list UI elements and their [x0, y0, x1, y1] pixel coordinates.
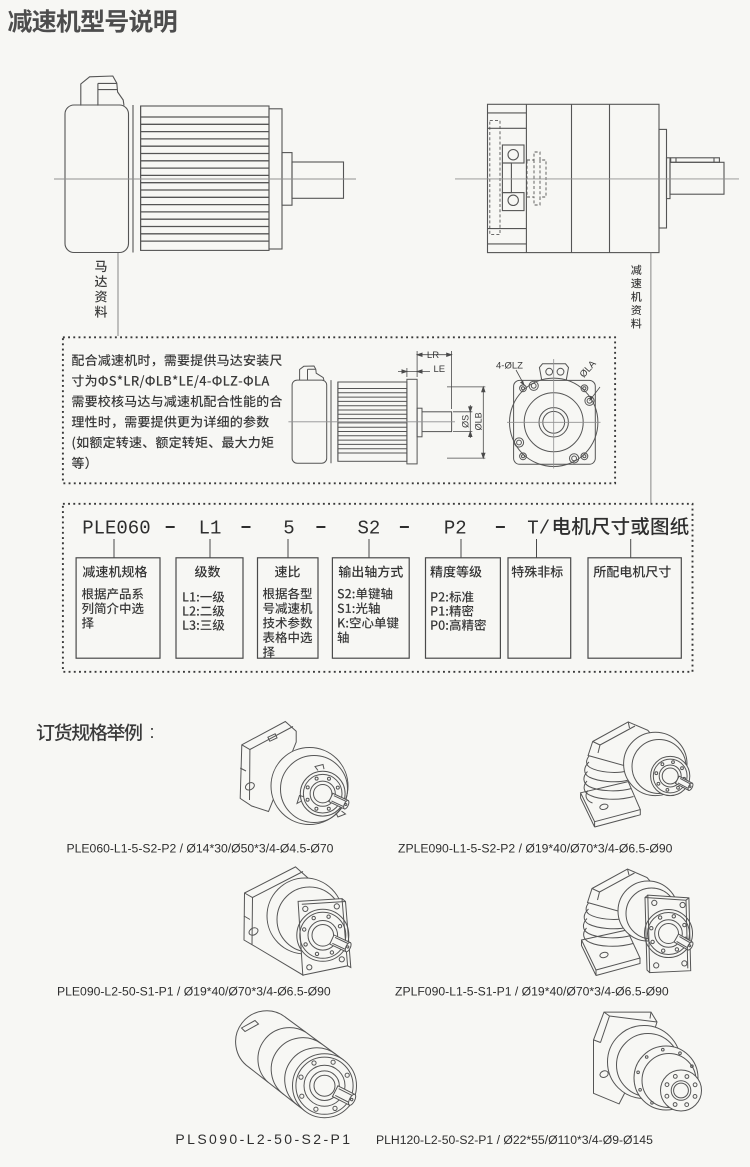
svg-text:ØLB: ØLB [473, 412, 483, 430]
svg-text:PLE060-L1-5-S2-P2 / Ø14*30/Ø50: PLE060-L1-5-S2-P2 / Ø14*30/Ø50*3/4-Ø4.5-… [67, 842, 334, 856]
svg-text:PLS090-L2-50-S2-P1: PLS090-L2-50-S2-P1 [175, 1131, 352, 1147]
svg-text:P2: P2 [444, 518, 467, 540]
svg-text:L1: L1 [199, 518, 222, 540]
svg-text:T/: T/ [527, 518, 550, 540]
svg-text:LR: LR [427, 350, 439, 361]
svg-text:ØLA: ØLA [578, 358, 599, 380]
svg-text:S2: S2 [357, 518, 380, 540]
svg-text:ØS: ØS [461, 415, 471, 428]
svg-text::: : [150, 722, 155, 742]
svg-text:PLE060: PLE060 [82, 518, 150, 540]
svg-text:5: 5 [283, 518, 294, 540]
svg-text:ZPLF090-L1-5-S1-P1 / Ø19*40/Ø7: ZPLF090-L1-5-S1-P1 / Ø19*40/Ø70*3/4-Ø6.5… [395, 985, 669, 999]
svg-text:PLH120-L2-50-S2-P1 / Ø22*55/Ø1: PLH120-L2-50-S2-P1 / Ø22*55/Ø110*3/4-Ø9-… [376, 1133, 653, 1147]
svg-text:LE: LE [434, 364, 446, 375]
svg-text:ZPLE090-L1-5-S2-P2 / Ø19*40/Ø7: ZPLE090-L1-5-S2-P2 / Ø19*40/Ø70*3/4-Ø6.5… [398, 842, 673, 856]
svg-text:PLE090-L2-50-S1-P1 / Ø19*40/Ø7: PLE090-L2-50-S1-P1 / Ø19*40/Ø70*3/4-Ø6.5… [57, 985, 331, 999]
svg-text:4-ØLZ: 4-ØLZ [496, 361, 523, 372]
